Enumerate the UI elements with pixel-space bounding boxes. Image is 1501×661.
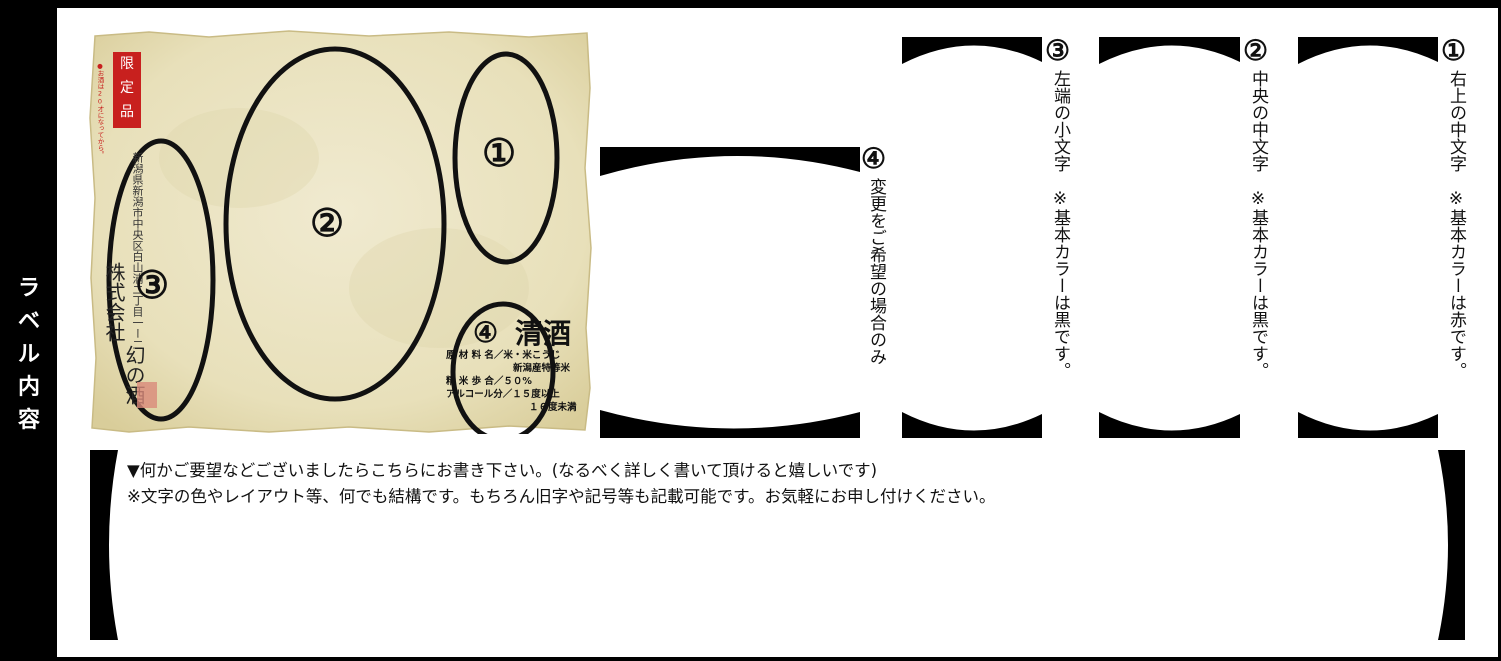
input-field-2[interactable] <box>1099 64 1240 412</box>
side-char: ル <box>17 342 40 367</box>
spec-line: 原 材 料 名／米・米こうじ <box>446 350 561 361</box>
right-border <box>1498 0 1501 661</box>
side-char: ラ <box>17 276 40 301</box>
remarks-brackets <box>90 450 1465 640</box>
note-1-text: 右上の中文字 ※基本カラーは赤です。 <box>1446 70 1466 379</box>
note-2-text: 中央の中文字 ※基本カラーは黒です。 <box>1248 70 1268 379</box>
side-char: ベ <box>17 309 40 334</box>
seal-stamp <box>137 382 157 408</box>
note-3-number: ③ <box>1045 34 1071 67</box>
bottom-border <box>0 657 1501 661</box>
badge-char: 限 <box>120 56 134 72</box>
marker-4: ④ <box>473 316 499 349</box>
remarks-line-2: ※文字の色やレイアウト等、何でも結構です。もちろん旧字や記号等も記載可能です。お… <box>127 487 996 506</box>
input-field-3[interactable] <box>902 64 1042 412</box>
remarks-line-1: ▼何かご要望などございましたらこちらにお書き下さい。(なるべく詳しく書いて頂ける… <box>127 461 878 480</box>
input-field-4[interactable] <box>600 176 860 412</box>
remarks-input-area[interactable] <box>120 510 1436 638</box>
limited-badge: 限 定 品 <box>113 52 141 128</box>
side-char: 容 <box>17 408 40 433</box>
note-1-number: ① <box>1441 34 1467 67</box>
company-text: 株式会社 <box>102 262 126 342</box>
address-text: 新潟県新潟市中央区白山浦二丁目一ー二 <box>131 152 144 350</box>
product-name: 清酒 <box>515 317 572 350</box>
spec-line: アルコール分／１５度以上 <box>446 389 560 400</box>
sake-label-image <box>89 30 592 434</box>
region-2-outline <box>223 46 447 402</box>
input-box-3 <box>902 37 1042 438</box>
age-note: ●お酒は20才になってから。 <box>96 62 104 158</box>
remarks-instructions: ▼何かご要望などございましたらこちらにお書き下さい。(なるべく詳しく書いて頂ける… <box>127 458 996 510</box>
input-box-1 <box>1298 37 1438 438</box>
note-3-text: 左端の小文字 ※基本カラーは黒です。 <box>1050 70 1070 379</box>
input-box-2 <box>1099 37 1240 438</box>
input-field-1[interactable] <box>1298 64 1438 412</box>
side-char: 内 <box>17 375 40 400</box>
side-label-text: ラ ベ ル 内 容 <box>16 272 42 437</box>
spec-line: １６度未満 <box>529 402 577 413</box>
marker-2: ② <box>310 200 345 245</box>
region-1-outline <box>452 51 560 265</box>
side-label-bar: ラ ベ ル 内 容 <box>0 0 57 661</box>
region-3-outline <box>106 138 216 422</box>
spec-line: 精 米 歩 合／５０% <box>446 376 532 387</box>
note-4-text: 変更をご希望の場合のみ <box>866 178 886 365</box>
note-4-number: ④ <box>861 142 887 175</box>
marker-1: ① <box>482 130 517 175</box>
top-border <box>0 0 1501 8</box>
region-4-outline <box>450 301 556 434</box>
note-2-number: ② <box>1243 34 1269 67</box>
marker-3: ③ <box>135 262 170 307</box>
input-box-4 <box>600 147 860 438</box>
badge-char: 定 <box>120 80 134 96</box>
spec-line: 新潟産特等米 <box>513 363 571 374</box>
badge-char: 品 <box>120 104 134 120</box>
